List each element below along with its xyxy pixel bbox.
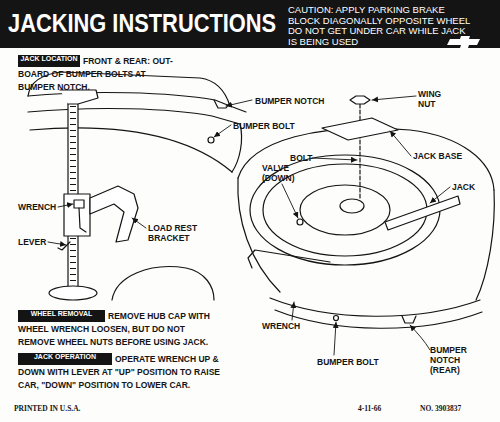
trunk-left-side — [238, 178, 280, 292]
part-number: NO. 3903837 — [420, 404, 461, 413]
front-bumper-edge — [28, 109, 240, 124]
heading-text: JACK OPERATION — [34, 353, 96, 360]
leader-line — [282, 184, 298, 218]
part-label: BUMPER BOLT — [233, 121, 295, 131]
rear-bumper-edge — [275, 310, 482, 328]
part-label: JACK BASE — [413, 151, 462, 161]
spare-tire-tread — [263, 164, 427, 256]
trunk-right-side — [476, 190, 494, 300]
jack-lever — [58, 242, 70, 250]
leader-line — [292, 302, 294, 320]
part-label: WRENCH — [262, 321, 300, 331]
leader-line — [372, 96, 416, 100]
rear-bumper-bolt — [334, 316, 339, 321]
leader-line — [132, 218, 146, 228]
heading-box: JACK OPERATION — [18, 353, 112, 365]
part-label: BUMPER BOLT — [317, 357, 379, 367]
load-rest-bracket — [90, 186, 138, 242]
title-text: JACKING INSTRUCTIONS — [8, 8, 276, 38]
valve-stem — [297, 219, 303, 225]
part-label: LEVER — [18, 237, 46, 247]
part-label: WING NUT — [418, 89, 456, 109]
leader-line — [334, 322, 336, 355]
heading-text: WHEEL REMOVAL — [31, 310, 93, 317]
front-bumper-lower — [30, 128, 232, 172]
heading-box: JACK LOCATION — [18, 55, 80, 67]
spare-tire — [250, 155, 440, 265]
rear-bumper-notch — [402, 316, 416, 323]
jack-saddle — [60, 90, 98, 104]
leader-line — [312, 158, 357, 160]
stowed-jack — [385, 196, 460, 230]
jack-ratchet-teeth — [70, 100, 76, 285]
part-label: WRENCH — [18, 202, 56, 212]
heading-box: WHEEL REMOVAL — [18, 310, 105, 322]
jack-foot — [49, 286, 97, 300]
stowed-wrench — [248, 250, 330, 268]
part-label: BOLT — [290, 153, 313, 163]
leader-line — [214, 125, 231, 137]
leader-line — [390, 131, 411, 156]
wing-nut — [350, 96, 370, 104]
caution-note: CAUTION: APPLY PARKING BRAKE BLOCK DIAGO… — [288, 5, 476, 47]
front-bumper-end — [232, 124, 242, 172]
leader-line — [226, 100, 252, 106]
part-label: LOAD REST BRACKET — [148, 223, 210, 243]
print-note: PRINTED IN U.S.A. — [14, 404, 80, 413]
part-label: BUMPER NOTCH (REAR) — [430, 345, 472, 375]
leader-line — [48, 242, 66, 245]
leader-line — [58, 204, 73, 207]
wrench-handle — [79, 208, 86, 232]
part-label: JACK — [452, 182, 475, 192]
part-label: VALVE (DOWN) — [262, 163, 302, 183]
rear-bumper-top — [270, 298, 480, 316]
part-label: BUMPER NOTCH — [255, 96, 324, 106]
date-code: 4-11-66 — [358, 404, 381, 413]
front-tire — [112, 267, 214, 300]
jack-post — [68, 92, 78, 290]
bumper-bolt — [208, 137, 214, 143]
leader-line — [430, 187, 450, 203]
spare-wheel-rim — [300, 185, 390, 235]
bumper-notch — [214, 100, 229, 108]
spare-wheel-hub — [340, 199, 364, 213]
heading-text: JACK LOCATION — [20, 55, 77, 62]
leader-line — [410, 325, 430, 350]
wrench-socket — [74, 200, 84, 208]
hold-down-bolt — [359, 104, 360, 200]
bowtie-logo — [447, 36, 480, 48]
jack-housing — [64, 194, 90, 236]
jack-base-plate — [322, 118, 398, 140]
trunk-opening — [238, 128, 494, 190]
